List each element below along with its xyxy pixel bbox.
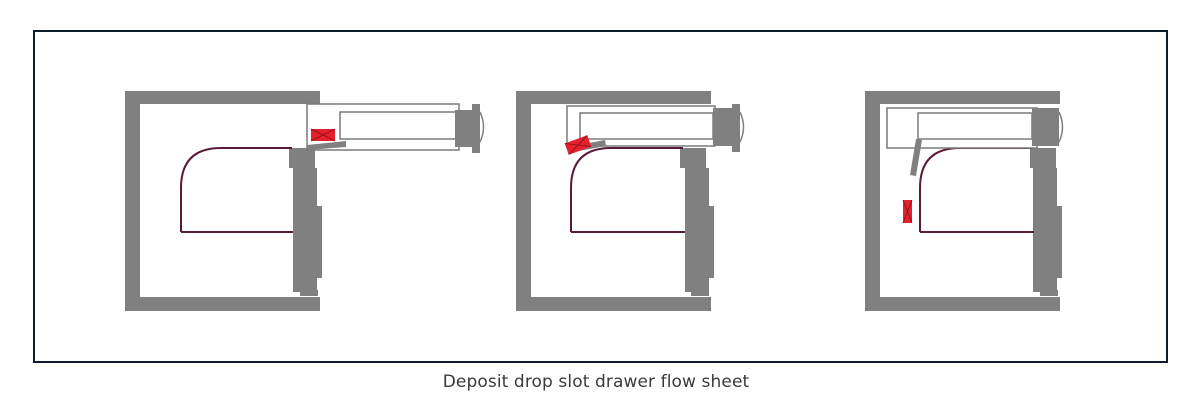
panel-3-inner-curve [919, 147, 1034, 233]
panel-2-inner-curve [570, 147, 685, 233]
diagram-caption: Deposit drop slot drawer flow sheet [442, 372, 750, 392]
panel-3-safe-walls [865, 91, 1060, 311]
panel-2-deposit-icon [564, 134, 592, 156]
diagram-frame [33, 30, 1168, 363]
panel-1-inner-curve [180, 147, 293, 233]
panel-3-door [1030, 148, 1062, 296]
panel-3-deposit-icon [902, 199, 913, 224]
panel-2-drawer [566, 104, 745, 153]
panel-1-drawer [306, 103, 485, 153]
panel-2-drawer-closed [516, 91, 745, 311]
panel-2-door [680, 148, 714, 296]
panel-1-drawer-extended [125, 91, 485, 311]
panel-2-safe-walls [516, 91, 711, 311]
panel-1-safe-walls [125, 91, 320, 311]
panel-1-door [289, 148, 322, 296]
panel-1-deposit-icon [310, 128, 336, 142]
panel-3-drawer [886, 107, 1064, 176]
panel-3-deposit-dropped [865, 91, 1064, 311]
